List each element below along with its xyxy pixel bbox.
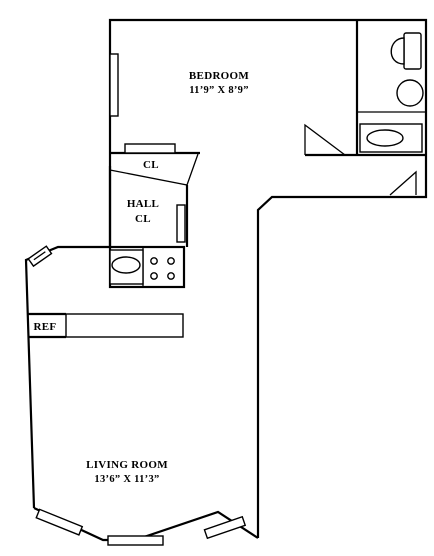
corner-window (27, 245, 53, 268)
bay-window-center (107, 535, 164, 546)
bay-window-right (203, 515, 247, 540)
hall-closet-shelf (176, 204, 186, 243)
closet-shelf (124, 143, 176, 154)
bedroom-window (109, 53, 119, 117)
toilet-icon (390, 32, 422, 70)
living-room-dimensions: 13’6” X 11’3” (94, 474, 159, 485)
kitchen-fixtures (28, 249, 184, 339)
labels: BEDROOM 11’9” X 8’9” CL HALL CL REF LIVI… (34, 70, 250, 485)
living-room-label: LIVING ROOM (86, 459, 168, 471)
bathroom-fixtures (359, 32, 424, 153)
sink-icon (396, 79, 424, 107)
hall-closet-label-line1: HALL (127, 198, 159, 210)
stove-burners-icon (150, 257, 175, 280)
bedroom-label: BEDROOM (189, 70, 249, 82)
tub-icon (359, 123, 423, 153)
closet-label: CL (143, 159, 159, 171)
bay-window-left (35, 508, 84, 536)
kitchen-counter (65, 313, 184, 338)
bedroom-dimensions: 11’9” X 8’9” (189, 85, 249, 96)
windows (27, 53, 247, 546)
refrigerator-label: REF (34, 321, 57, 333)
hall-closet-label-line2: CL (135, 213, 151, 225)
